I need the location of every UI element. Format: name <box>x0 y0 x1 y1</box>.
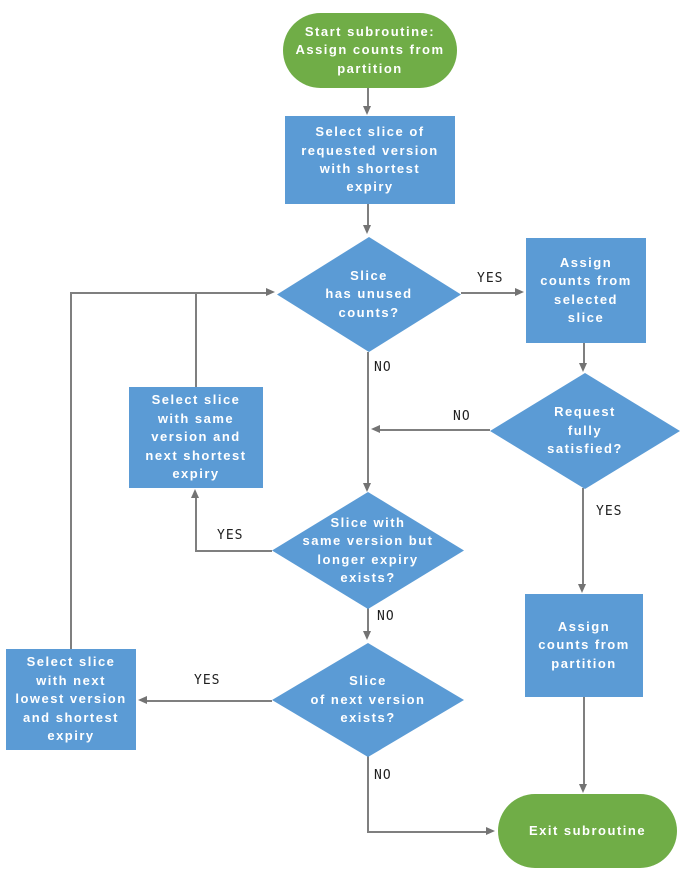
connector-nextversion-yes <box>147 700 272 702</box>
arrowhead-down-icon <box>363 225 371 234</box>
connector-start-to-select <box>367 88 369 108</box>
arrowhead-right-icon <box>266 288 275 296</box>
arrowhead-down-icon <box>579 363 587 372</box>
connector-assignselected-to-satisfied <box>583 343 585 364</box>
connector-assignpartition-to-exit <box>583 697 585 785</box>
arrowhead-down-icon <box>363 106 371 115</box>
edge-label-has-unused-yes: YES <box>477 271 504 286</box>
process-select-requested-slice: Select slice of requested version with s… <box>285 116 455 204</box>
process-select-next-lowest-version-slice: Select slice with next lowest version an… <box>6 649 136 750</box>
arrowhead-left-icon <box>138 696 147 704</box>
arrowhead-down-icon <box>578 584 586 593</box>
arrowhead-down-icon <box>363 483 371 492</box>
arrowhead-down-icon <box>363 631 371 640</box>
connector-select-to-hasunused <box>367 204 369 226</box>
process-select-same-version-slice: Select slice with same version and next … <box>129 387 263 488</box>
decision-request-fully-satisfied: Request fully satisfied? <box>490 373 680 489</box>
edge-label-request-satisfied-yes: YES <box>596 504 623 519</box>
edge-label-request-satisfied-no: NO <box>453 409 471 424</box>
exit-node: Exit subroutine <box>498 794 677 868</box>
edge-label-longer-expiry-no: NO <box>377 609 395 624</box>
connector-nextlowest-loop-up <box>70 292 72 650</box>
decision-slice-has-unused-counts: Slice has unused counts? <box>277 237 461 352</box>
connector-loop-top <box>70 292 267 294</box>
arrowhead-down-icon <box>579 784 587 793</box>
connector-hasunused-yes <box>461 292 516 294</box>
arrowhead-right-icon <box>515 288 524 296</box>
arrowhead-left-icon <box>371 425 380 433</box>
edge-label-has-unused-no: NO <box>374 360 392 375</box>
connector-nextversion-no-vertical <box>367 755 369 833</box>
decision-longer-expiry-exists: Slice with same version but longer expir… <box>272 492 464 609</box>
connector-longerexpiry-no <box>367 608 369 632</box>
connector-samversion-loop-up <box>195 292 197 388</box>
connector-nextversion-no-horizontal <box>367 831 487 833</box>
arrowhead-up-icon <box>191 489 199 498</box>
start-node: Start subroutine: Assign counts from par… <box>283 13 457 88</box>
connector-satisfied-no <box>380 429 490 431</box>
connector-satisfied-yes <box>582 488 584 585</box>
decision-next-version-exists: Slice of next version exists? <box>272 643 464 757</box>
arrowhead-right-icon <box>486 827 495 835</box>
process-assign-counts-selected-slice: Assign counts from selected slice <box>526 238 646 343</box>
edge-label-longer-expiry-yes: YES <box>217 528 244 543</box>
connector-longerexpiry-yes-horizontal <box>196 550 272 552</box>
edge-label-next-version-yes: YES <box>194 673 221 688</box>
connector-longerexpiry-yes-vertical <box>195 497 197 552</box>
edge-label-next-version-no: NO <box>374 768 392 783</box>
connector-hasunused-no <box>367 352 369 484</box>
process-assign-counts-partition: Assign counts from partition <box>525 594 643 697</box>
